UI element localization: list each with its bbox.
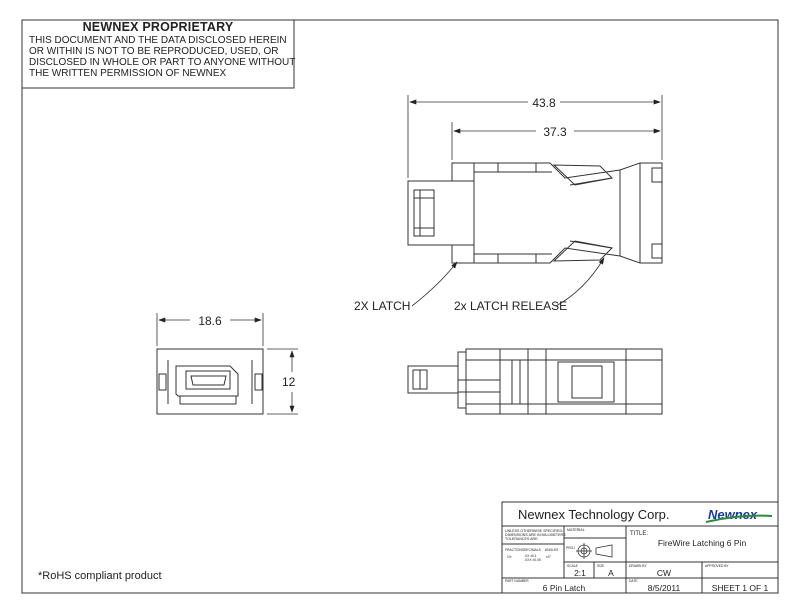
proprietary-line-2: OR WITHIN IS NOT TO BE REPRODUCED, USED,… bbox=[29, 46, 279, 57]
proprietary-title: NEWNEX PROPRIETARY bbox=[82, 20, 234, 34]
sheet-border bbox=[21, 19, 779, 594]
dim-label-body-length: 37.3 bbox=[543, 125, 567, 139]
approved-by-label: APPROVED BY bbox=[705, 564, 729, 568]
title-label: TITLE: bbox=[630, 531, 648, 537]
drawn-by-value: CW bbox=[657, 568, 671, 578]
company-name: Newnex Technology Corp. bbox=[518, 507, 670, 522]
material-label: MATERIAL bbox=[567, 528, 585, 532]
dim-label-overall-length: 43.8 bbox=[532, 96, 556, 110]
title-block bbox=[501, 501, 779, 594]
size-label: SIZE bbox=[597, 564, 605, 568]
decimal-value-1: .XX ±0.1 bbox=[524, 554, 537, 558]
scale-value: 2:1 bbox=[574, 568, 586, 578]
dim-front-width bbox=[156, 313, 264, 346]
front-view bbox=[156, 348, 264, 415]
angles-label: ANGLES bbox=[545, 548, 559, 552]
tolerance-line-1: UNLESS OTHERWISE SPECIFIED: bbox=[505, 529, 563, 533]
decimals-label: DECIMALS bbox=[524, 548, 542, 552]
fractions-label: FRACTIONS bbox=[505, 548, 525, 552]
tolerance-line-2: DIMENSIONS ARE IN MILLIMETERS bbox=[505, 533, 566, 537]
drawn-by-label: DRAWN BY bbox=[629, 564, 647, 568]
size-value: A bbox=[608, 568, 614, 578]
dim-body-length bbox=[451, 122, 661, 160]
drawing-title: FireWire Latching 6 Pin bbox=[658, 538, 747, 548]
tolerance-line-3: TOLERANCES ARE: bbox=[505, 537, 539, 541]
fraction-value: 1/± bbox=[507, 555, 512, 559]
newnex-logo-swoosh bbox=[705, 514, 773, 523]
latch-callout: 2X LATCH bbox=[354, 299, 410, 313]
top-view bbox=[407, 348, 663, 415]
dim-front-height bbox=[267, 348, 298, 415]
projection-symbol bbox=[576, 543, 613, 559]
sheet-number: SHEET 1 OF 1 bbox=[712, 583, 769, 593]
scale-label: SCALE bbox=[567, 564, 579, 568]
decimal-value-2: .XXX ±0.05 bbox=[524, 558, 541, 562]
latch-leader bbox=[411, 261, 458, 307]
proprietary-line-3: DISCLOSED IN WHOLE OR PART TO ANYONE WIT… bbox=[29, 57, 296, 68]
proj-label: PROJ bbox=[566, 546, 575, 550]
dim-label-front-width: 18.6 bbox=[198, 314, 222, 328]
date-value: 8/5/2011 bbox=[648, 583, 681, 593]
proprietary-box bbox=[21, 19, 295, 89]
side-view bbox=[407, 162, 663, 264]
latch-release-leader bbox=[555, 257, 605, 307]
part-number-value: 6 Pin Latch bbox=[543, 583, 586, 593]
proprietary-line-4: THE WRITTEN PERMISSION OF NEWNEX bbox=[29, 68, 227, 79]
proprietary-line-1: THIS DOCUMENT AND THE DATA DISCLOSED HER… bbox=[29, 35, 287, 46]
dim-overall-length bbox=[407, 95, 663, 178]
part-number-label: PART NUMBER bbox=[505, 579, 529, 583]
angle-value: ±0° bbox=[546, 555, 552, 559]
latch-release-callout: 2x LATCH RELEASE bbox=[454, 299, 567, 313]
dim-label-front-height: 12 bbox=[282, 375, 296, 389]
date-label: DATE bbox=[629, 579, 638, 583]
rohs-note: *RoHS compliant product bbox=[38, 570, 162, 582]
